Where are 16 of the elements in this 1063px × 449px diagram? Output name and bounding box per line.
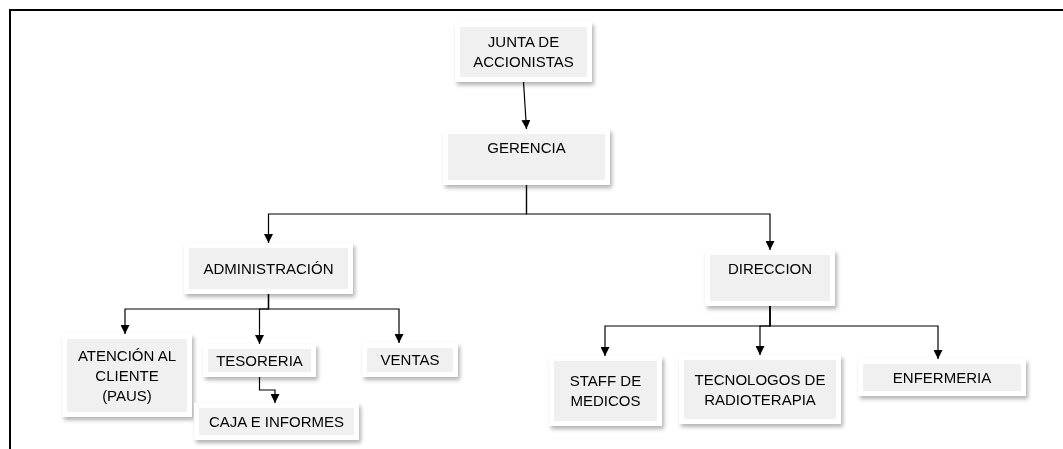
connector-arrow bbox=[769, 305, 943, 360]
node-label: VENTAS bbox=[380, 350, 440, 370]
node-label: ENFERMERIA bbox=[892, 367, 992, 388]
node-label: GERENCIA bbox=[487, 138, 566, 158]
node-label: STAFF DE MEDICOS bbox=[568, 371, 643, 411]
connector-arrow bbox=[258, 376, 280, 404]
node-label: ATENCIÓN AL CLIENTE (PAUS) bbox=[76, 345, 178, 406]
connector-arrow bbox=[521, 81, 531, 130]
node-label: CAJA E INFORMES bbox=[209, 411, 344, 432]
node-label: TECNOLOGOS DE RADIOTERAPIA bbox=[693, 369, 827, 410]
node-label: TESORERIA bbox=[216, 350, 303, 371]
connector-arrow bbox=[525, 184, 775, 251]
node-label: JUNTA DE ACCIONISTAS bbox=[472, 32, 575, 72]
node-label: ADMINISTRACIÓN bbox=[203, 258, 334, 279]
node-label: DIRECCION bbox=[727, 259, 813, 279]
connector-arrow bbox=[267, 293, 404, 344]
